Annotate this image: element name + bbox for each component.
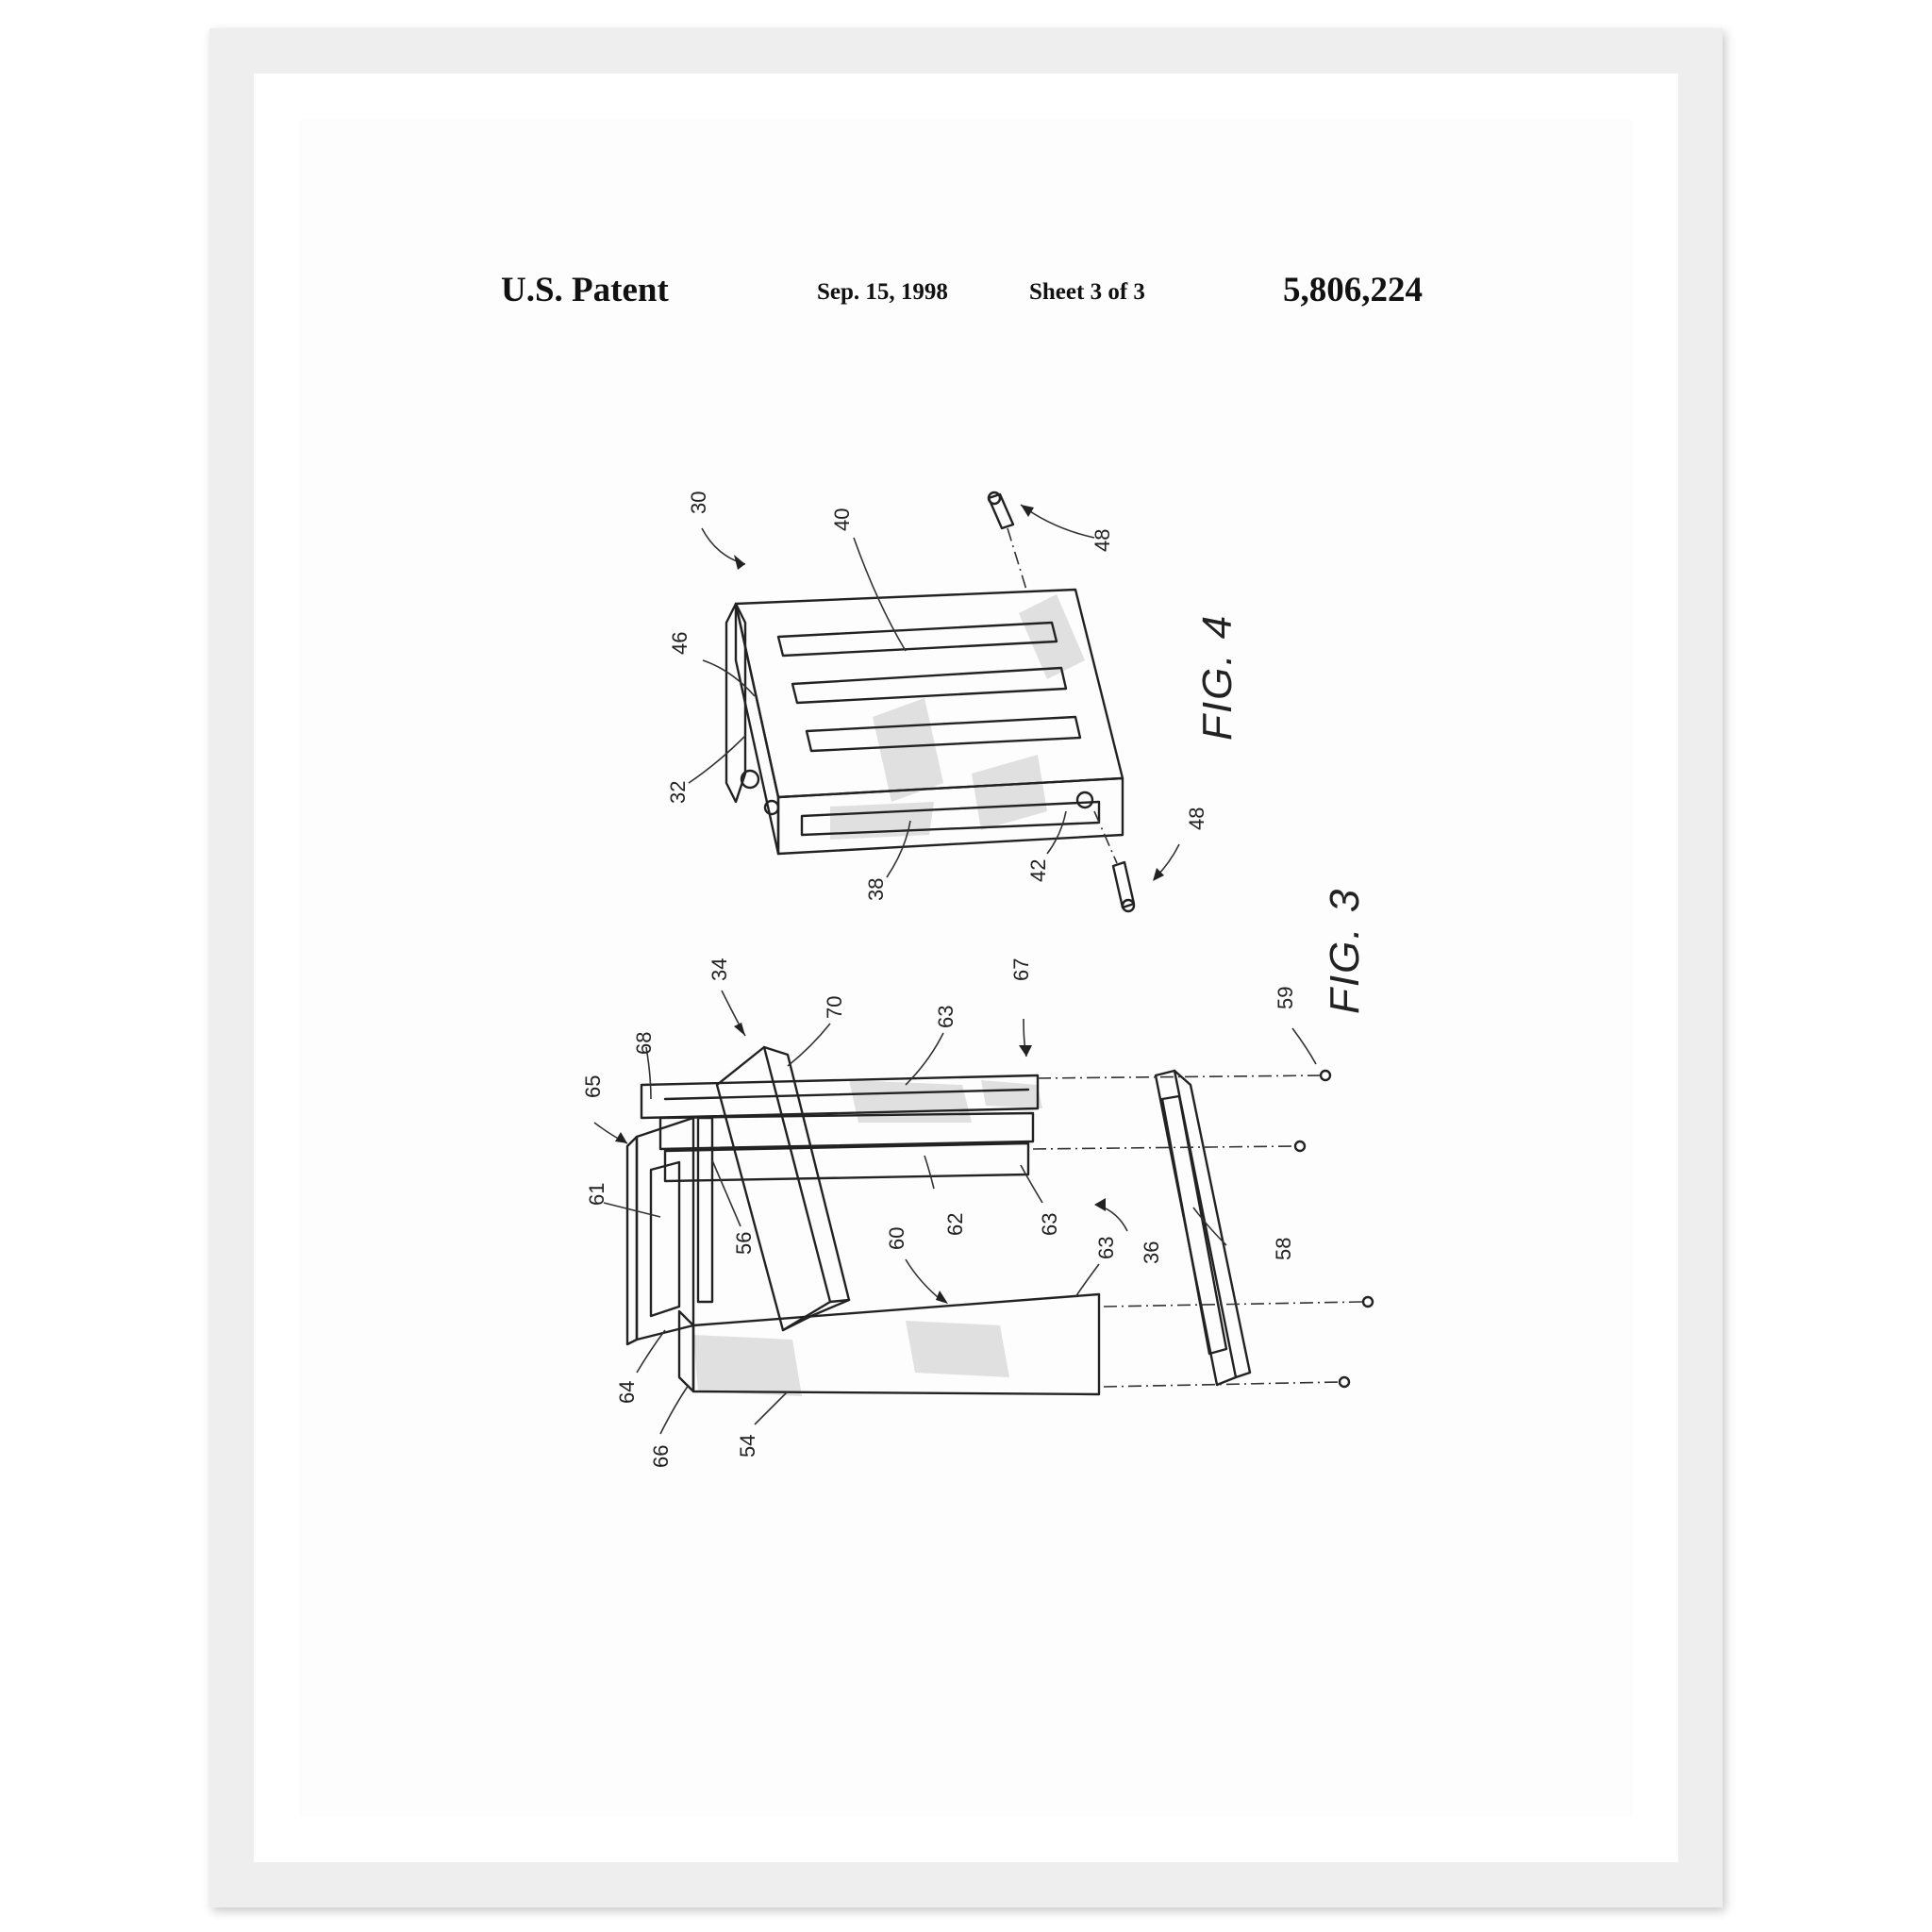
ref-62: 62 [943,1213,967,1236]
pin-top [987,491,1027,591]
ref-64: 64 [615,1381,639,1404]
fig3-label: FIG. 3 [1322,888,1368,1014]
ref-68: 68 [632,1032,656,1055]
pin-bottom [1093,810,1136,913]
ref-63-bottom: 63 [1094,1237,1118,1259]
picture-frame [209,28,1723,1907]
patent-title: U.S. Patent [501,271,669,309]
ref-58: 58 [1272,1238,1295,1260]
ref-30: 30 [687,491,710,514]
fig3-drawing [593,990,1374,1435]
fig4-drawing [688,491,1180,913]
screws [1293,1069,1374,1389]
patent-number: 5,806,224 [1283,271,1423,309]
ref-67: 67 [1009,958,1033,981]
ref-48-bottom: 48 [1185,808,1208,830]
ref-61: 61 [585,1183,608,1206]
ref-36: 36 [1140,1241,1163,1264]
ref-63-middle: 63 [1038,1213,1061,1236]
ref-38: 38 [864,878,888,901]
frame-mat [254,74,1678,1862]
patent-sheet [299,119,1633,1817]
fig4-label: FIG. 4 [1194,614,1241,741]
patent-date: Sep. 15, 1998 [817,279,948,305]
ref-42: 42 [1026,859,1050,882]
ref-34: 34 [708,958,731,981]
ref-59: 59 [1274,987,1297,1009]
ref-46: 46 [668,632,691,655]
sheet-indicator: Sheet 3 of 3 [1029,279,1145,305]
ref-65: 65 [581,1075,605,1098]
ref-32: 32 [666,781,690,804]
ref-56: 56 [732,1232,756,1255]
ref-66: 66 [649,1445,673,1468]
ref-70: 70 [823,996,846,1019]
ref-40: 40 [830,508,854,531]
ref-60: 60 [885,1227,908,1250]
ref-63-top: 63 [934,1006,958,1028]
ref-48-top: 48 [1091,529,1114,552]
ref-54: 54 [736,1435,759,1457]
